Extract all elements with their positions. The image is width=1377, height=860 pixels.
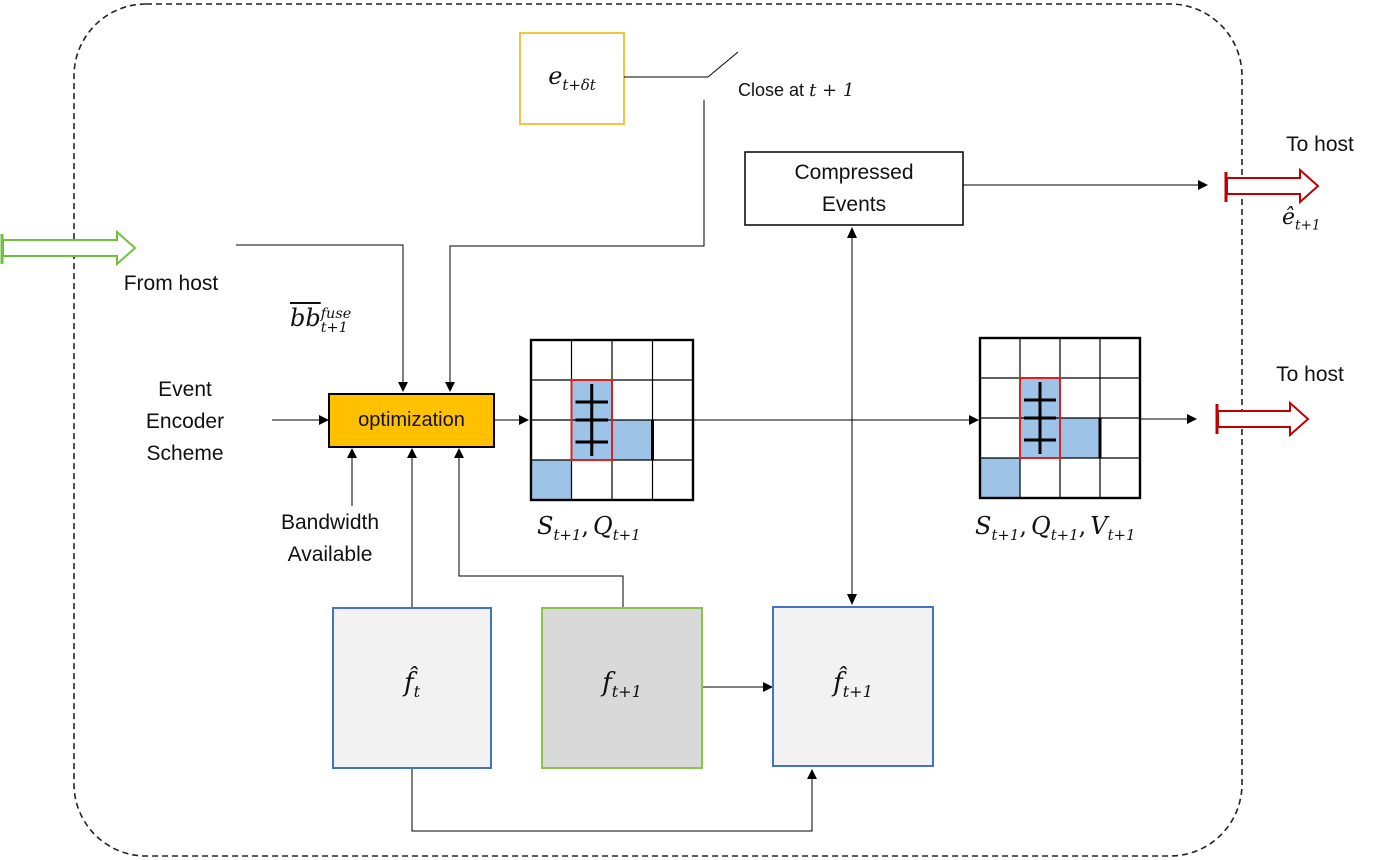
- sqv-q-sub: t+1: [1050, 525, 1079, 544]
- event-encoder-l3: Scheme: [146, 442, 224, 465]
- sq-left-label: St+1,Qt+1: [537, 512, 641, 544]
- close-at-text: Close at: [738, 80, 805, 100]
- host-output-arrow-mid: [1215, 400, 1310, 438]
- sqv-right-label: St+1,Qt+1,Vt+1: [975, 512, 1135, 544]
- f-hat-t-symbol: f̂t: [333, 668, 491, 701]
- bb-sub: t+1: [320, 320, 348, 336]
- event-encoder-label: Event Encoder Scheme: [120, 374, 250, 470]
- compressed-line1: Compressed: [794, 161, 914, 184]
- bandwidth-l2: Available: [287, 543, 373, 566]
- e-hat-symbol: êt+1: [1282, 205, 1321, 233]
- host-output-arrow-top: [1224, 167, 1320, 205]
- bandwidth-label: Bandwidth Available: [255, 507, 405, 571]
- f-t1-sub: t+1: [611, 682, 642, 702]
- f-hat-t-box: [332, 607, 492, 769]
- sqv-v: V: [1090, 512, 1108, 540]
- event-box: [519, 32, 625, 125]
- grid-right: [978, 336, 1142, 500]
- f-hat-t1-base: f̂: [833, 668, 843, 698]
- event-encoder-l2: Encoder: [145, 410, 225, 433]
- switch: [445, 51, 739, 392]
- fhat-t-to-fhat-t1-arrow: [411, 768, 817, 832]
- optimization-box: [328, 393, 495, 448]
- sqv-s-sub: t+1: [991, 525, 1020, 544]
- e-hat-sub: t+1: [1295, 217, 1321, 234]
- host-input-arrow: [0, 229, 137, 267]
- grid-highlight: [1019, 377, 1061, 459]
- f-t1-base: f: [602, 668, 612, 698]
- close-at-time: t + 1: [809, 80, 855, 101]
- compressed-events-box: [744, 151, 964, 226]
- close-at-label: Close at t + 1: [738, 74, 854, 107]
- grid-cell-filled: [980, 458, 1020, 498]
- sq-s: S: [537, 512, 554, 540]
- f-hat-t1-box: [772, 606, 934, 767]
- to-host-top-label: To host: [1286, 133, 1354, 156]
- sqv-q: Q: [1031, 512, 1051, 540]
- grid-left: [529, 338, 695, 502]
- bb-sup: fuse: [320, 305, 352, 322]
- compressed-events-label: Compressed Events: [745, 157, 963, 221]
- grid-cell-filled: [612, 420, 653, 460]
- sq-comma: ,: [581, 512, 589, 540]
- from-host-label: From host: [123, 272, 219, 295]
- grid-cell-filled: [531, 460, 572, 500]
- event-base: e: [548, 62, 563, 90]
- f-hat-t1-sub: t+1: [842, 682, 873, 702]
- event-encoder-l1: Event: [158, 378, 212, 401]
- event-sub: t+δt: [562, 75, 596, 94]
- device-boundary: [73, 3, 1243, 857]
- sqv-v-sub: t+1: [1107, 525, 1136, 544]
- bandwidth-l1: Bandwidth: [280, 511, 380, 534]
- sqv-comma2: ,: [1078, 512, 1087, 540]
- grid-cell-filled: [1060, 418, 1100, 458]
- grid-highlight: [570, 379, 613, 461]
- sq-q: Q: [593, 512, 613, 540]
- sq-q-sub: t+1: [612, 525, 641, 544]
- event-symbol: et+δt: [520, 62, 624, 94]
- grid-border: [529, 338, 695, 502]
- ft1-to-opt-arrow: [454, 448, 624, 608]
- f-hat-t-sub: t: [413, 682, 421, 702]
- f-hat-t-base: f̂: [403, 668, 414, 698]
- bb-base: bb: [290, 304, 321, 332]
- compressed-fhat-link: [847, 227, 857, 605]
- f-hat-t1-symbol: f̂t+1: [773, 668, 933, 701]
- f-t1-box: [541, 607, 703, 769]
- compressed-line2: Events: [821, 193, 887, 216]
- sq-s-sub: t+1: [553, 525, 582, 544]
- from-host-line: [236, 244, 408, 392]
- optimization-label: optimization: [358, 409, 465, 431]
- to-host-mid-label: To host: [1276, 363, 1344, 386]
- grid-border: [978, 336, 1142, 500]
- sqv-s: S: [975, 512, 992, 540]
- f-t1-symbol: ft+1: [542, 668, 702, 701]
- sqv-comma1: ,: [1019, 512, 1027, 540]
- e-hat-base: ê: [1282, 205, 1296, 230]
